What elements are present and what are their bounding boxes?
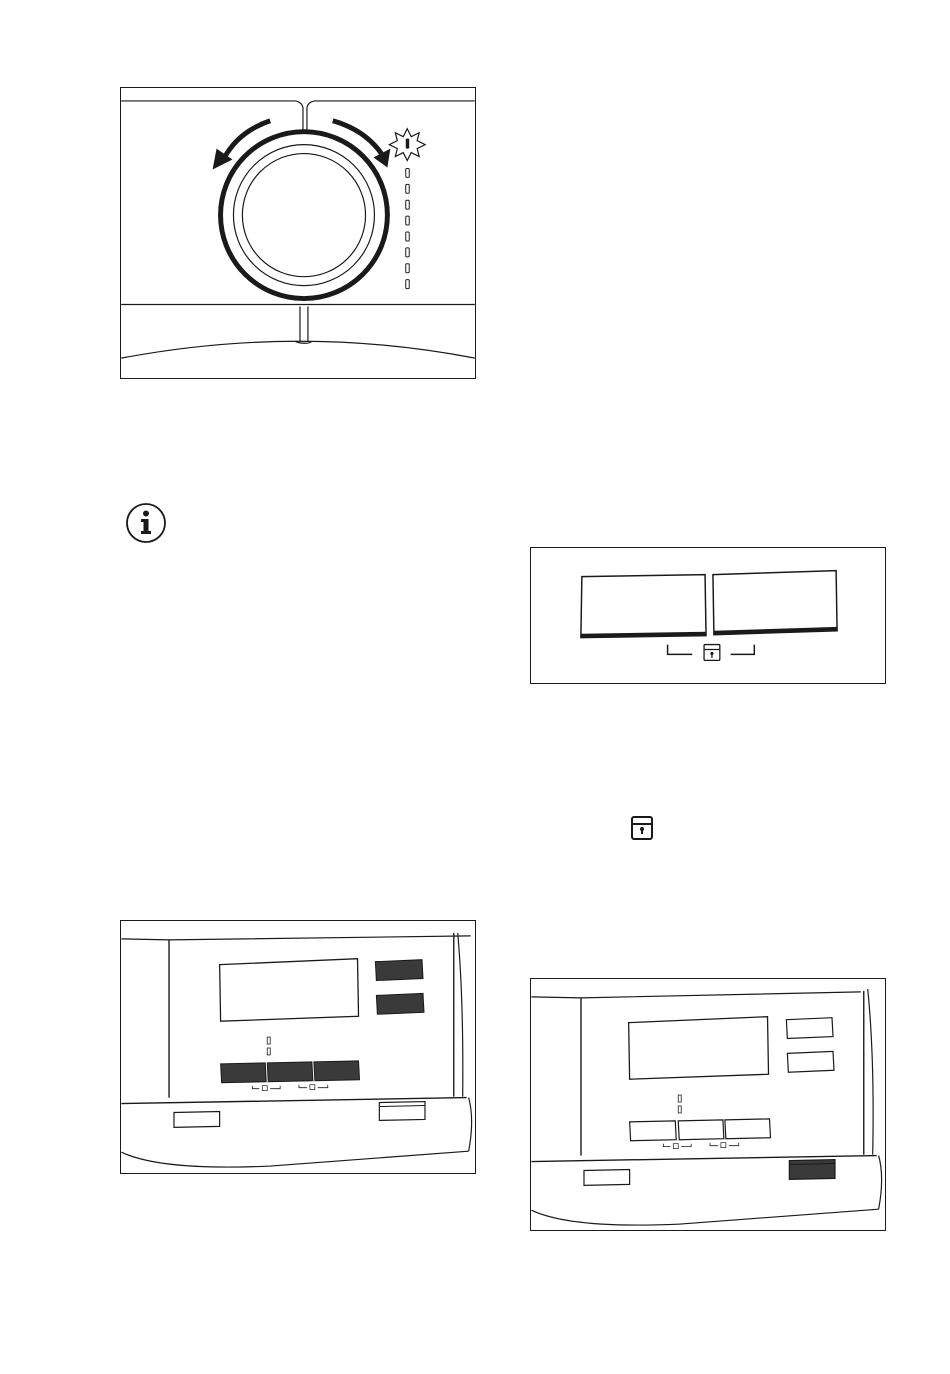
start-pause-button[interactable] [789,1160,835,1180]
control-panel-right-drawing [531,979,885,1230]
program-dial-figure [120,87,476,379]
child-lock-icon [630,815,654,841]
display-button-right[interactable] [713,571,837,635]
child-lock-buttons-figure [530,547,886,684]
led-indicator [678,1095,681,1113]
display-buttons[interactable] [786,1018,834,1073]
led-indicator [406,184,409,193]
led-indicator-column [406,168,409,288]
control-panel-left-drawing [121,921,475,1173]
bottom-row-buttons[interactable] [630,1119,771,1141]
door-handle-slot [174,1111,220,1127]
start-pause-button[interactable] [379,1102,425,1121]
program-dial-drawing [121,88,475,378]
control-panel-left-figure [120,920,476,1174]
display-buttons[interactable] [375,960,424,1015]
led-indicator [406,280,409,289]
door-handle-slot [584,1169,630,1185]
led-indicator [406,248,409,257]
info-icon [125,502,167,544]
led-indicator [406,216,409,225]
display-window [220,959,359,1022]
starburst-light-icon [389,129,425,161]
display-button-left[interactable] [581,575,706,638]
button-combo-marks [663,1143,738,1149]
button-combo-marks [252,1085,327,1091]
led-indicator [267,1037,270,1055]
dial-knob-icon[interactable] [221,132,388,299]
led-indicator [406,200,409,209]
control-panel-right-figure [530,978,886,1231]
display-window [629,1017,769,1080]
led-indicator [406,232,409,241]
info-figure [125,502,167,544]
child-lock-drawing [531,548,885,683]
led-indicator [406,168,409,177]
child-lock-icon [704,645,720,661]
bottom-row-buttons[interactable] [221,1061,360,1083]
led-indicator [406,264,409,273]
